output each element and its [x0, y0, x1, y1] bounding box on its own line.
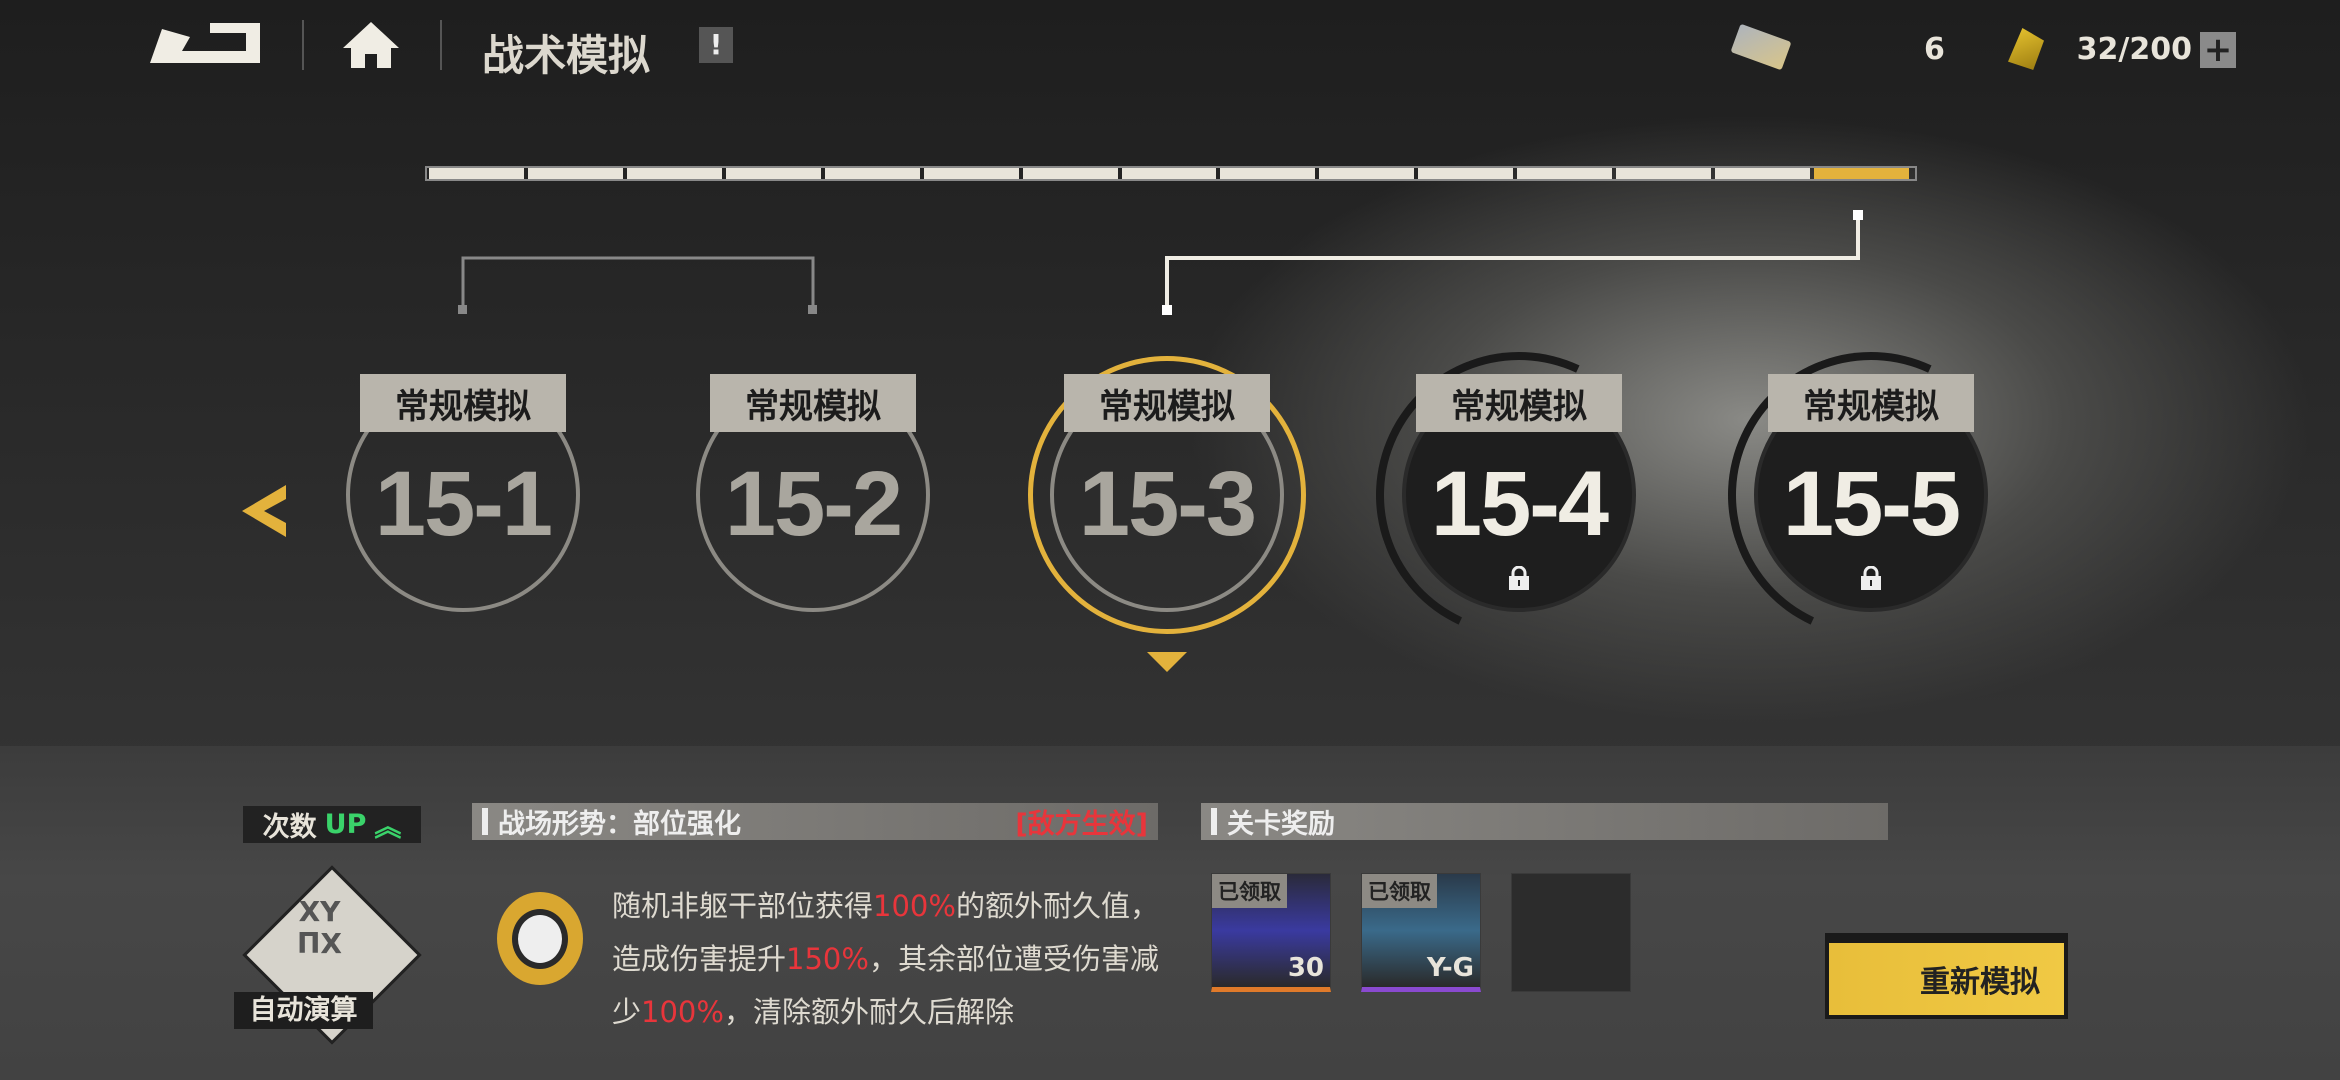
- stage-node-15-5[interactable]: 常规模拟 15-5: [1754, 374, 1988, 612]
- home-button[interactable]: [341, 20, 401, 70]
- highlight-value: 150%: [786, 942, 869, 976]
- count-label: 次数: [262, 812, 317, 843]
- lock-icon: [1509, 566, 1529, 590]
- progress-segment: [923, 168, 1019, 179]
- stage-number: 15-5: [1782, 453, 1961, 555]
- ticket-count: 6: [1924, 32, 1945, 67]
- reward-item[interactable]: [1511, 873, 1631, 992]
- progress-segment: [429, 168, 524, 179]
- back-button[interactable]: [142, 19, 262, 67]
- stage-node-15-4[interactable]: 常规模拟 15-4: [1402, 374, 1636, 612]
- resimulate-label: 重新模拟: [1829, 943, 2064, 1015]
- double-chevron-up-icon: ︽: [374, 812, 402, 843]
- progress-segment: [824, 168, 920, 179]
- battlefield-description: 随机非躯干部位获得100%的额外耐久值，造成伤害提升150%，其余部位遭受伤害减…: [612, 880, 1172, 1039]
- stage-number: 15-3: [1078, 453, 1257, 555]
- description-text: ，清除额外耐久后解除: [723, 995, 1014, 1029]
- bottom-panel: [0, 746, 2340, 1080]
- stage-type-label: 常规模拟: [1064, 374, 1270, 432]
- info-button[interactable]: !: [699, 27, 733, 63]
- auto-sim-label: 自动演算: [234, 992, 373, 1029]
- up-label: UP: [324, 809, 367, 840]
- stage-connector-lines: [458, 210, 1863, 315]
- progress-segment: [1319, 168, 1415, 179]
- count-up-badge: 次数 UP ︽: [243, 806, 421, 843]
- description-text: 的额外耐久值，造成伤害提升: [612, 889, 1159, 976]
- stage-progress-bar: [425, 166, 1917, 181]
- highlight-value: 100%: [873, 889, 956, 923]
- divider: [440, 20, 442, 70]
- progress-segment: [1022, 168, 1118, 179]
- stage-number: 15-2: [724, 453, 903, 555]
- page-title: 战术模拟: [482, 31, 651, 80]
- progress-segment: [1715, 168, 1811, 179]
- progress-segment: [1517, 168, 1613, 179]
- stage-type-label: 常规模拟: [360, 374, 566, 432]
- add-stamina-button[interactable]: +: [2200, 32, 2236, 68]
- description-text: ，其余部位遭受伤害减少: [612, 942, 1159, 1029]
- stamina-count: 32/200: [2076, 32, 2192, 67]
- description-text: 随机非躯干部位获得: [612, 889, 874, 923]
- enemy-effect-tag: [敌方生效]: [1015, 809, 1148, 840]
- progress-segment: [1220, 168, 1316, 179]
- header-bar: [482, 808, 488, 835]
- stage-node-15-1[interactable]: 常规模拟 15-1: [346, 374, 580, 612]
- battlefield-header: 战场形势：部位强化 [敌方生效]: [472, 803, 1158, 840]
- divider: [302, 20, 304, 70]
- selected-ring: [1028, 356, 1306, 634]
- claimed-badge: 已领取: [1362, 874, 1437, 908]
- progress-segment: [1616, 168, 1712, 179]
- previous-chapter-arrow[interactable]: [242, 485, 288, 537]
- stage-type-label: 常规模拟: [710, 374, 916, 432]
- progress-segment: [725, 168, 821, 179]
- stage-type-label: 常规模拟: [1416, 374, 1622, 432]
- progress-segment: [626, 168, 722, 179]
- home-icon: [343, 22, 399, 68]
- lock-icon: [1861, 566, 1881, 590]
- stage-type-label: 常规模拟: [1768, 374, 1974, 432]
- highlight-value: 100%: [641, 995, 724, 1029]
- progress-segment: [1418, 168, 1514, 179]
- part-reinforce-icon: [497, 892, 583, 985]
- reward-count: Y-G: [1426, 953, 1474, 983]
- chevron-left-icon: [242, 485, 286, 537]
- rewards-header: 关卡奖励: [1201, 803, 1888, 840]
- reward-count: 30: [1287, 953, 1324, 983]
- rewards-title: 关卡奖励: [1227, 809, 1335, 840]
- progress-segment: [1814, 168, 1909, 179]
- header-bar: [1211, 808, 1217, 835]
- stage-node-15-2[interactable]: 常规模拟 15-2: [696, 374, 930, 612]
- progress-segment: [527, 168, 623, 179]
- claimed-badge: 已领取: [1212, 874, 1287, 908]
- resimulate-button[interactable]: 重新模拟: [1825, 933, 2068, 1019]
- stage-node-15-3[interactable]: 常规模拟 15-3: [1050, 374, 1284, 612]
- battlefield-title: 战场形势：部位强化: [498, 809, 741, 840]
- back-arrow-icon: [150, 23, 260, 63]
- selected-indicator-icon: [1147, 652, 1187, 672]
- reward-item[interactable]: 已领取 Y-G: [1361, 873, 1481, 992]
- reward-item[interactable]: 已领取 30: [1211, 873, 1331, 992]
- stage-number: 15-4: [1430, 453, 1609, 555]
- progress-segment: [1121, 168, 1217, 179]
- stage-number: 15-1: [374, 453, 553, 555]
